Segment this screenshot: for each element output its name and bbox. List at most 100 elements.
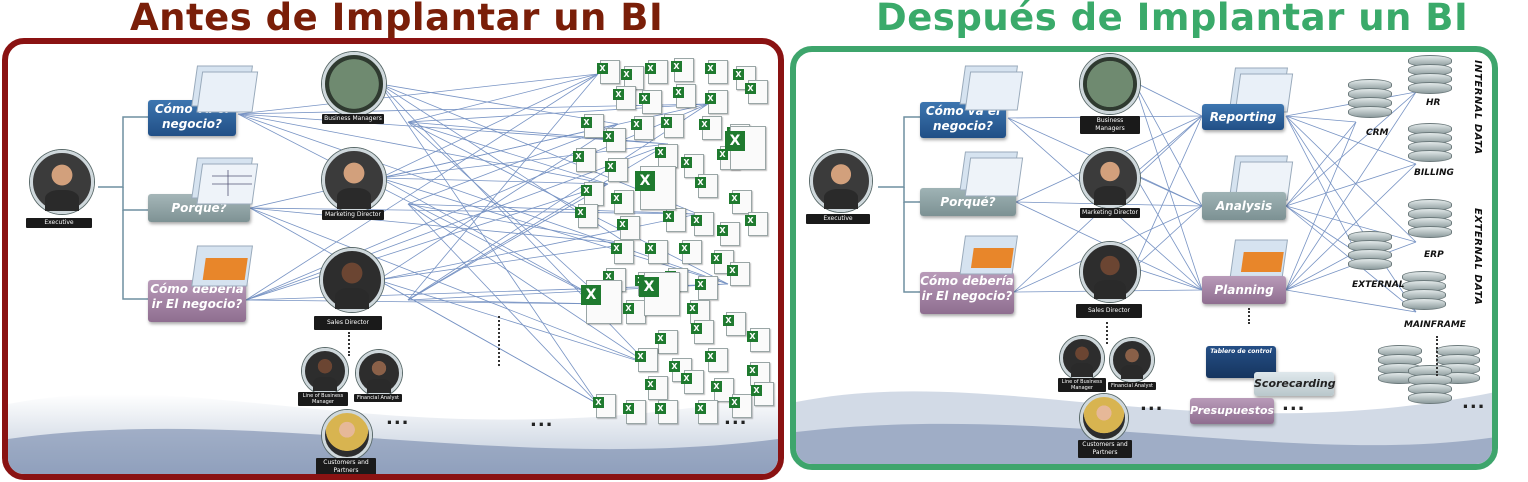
after-panel: Executive Cómo va el negocio? Porqué? Có…	[790, 46, 1498, 470]
spreadsheet-icon	[655, 144, 678, 168]
db-label-hr: HR	[1426, 98, 1441, 108]
executive-label: Executive	[806, 214, 870, 224]
connection-line	[377, 213, 699, 281]
spreadsheet-icon	[581, 114, 604, 138]
ellipsis-2: ...	[530, 410, 554, 431]
spreadsheet-icon	[729, 190, 752, 214]
spreadsheet-icon	[663, 208, 686, 232]
question-how-should: Cómo debería ir El negocio?	[148, 280, 246, 322]
spreadsheet-icon	[645, 376, 668, 400]
spreadsheet-icon	[573, 148, 596, 172]
spreadsheet-icon	[581, 182, 604, 206]
connection-line	[407, 121, 609, 185]
connection-line	[407, 299, 609, 305]
connection-line	[407, 121, 669, 145]
spreadsheet-icon	[631, 116, 654, 140]
connection-line	[1285, 121, 1357, 291]
database-icon	[1348, 79, 1392, 118]
database-icon	[1408, 55, 1452, 94]
db-label-erp: ERP	[1424, 250, 1444, 260]
ellipsis-3: ...	[1462, 392, 1486, 413]
connection-line	[1285, 115, 1357, 253]
sales-director-avatar	[1080, 242, 1140, 302]
spreadsheet-icon	[691, 320, 714, 344]
tool-reporting: Reporting	[1202, 104, 1284, 130]
spreadsheet-icon	[725, 126, 766, 170]
spreadsheet-icon	[575, 204, 598, 228]
connection-line	[379, 177, 609, 185]
planning-documents-icon	[959, 235, 1019, 275]
connection-line	[379, 73, 599, 179]
spreadsheet-icon	[751, 382, 774, 406]
connection-line	[407, 203, 599, 405]
connection-line	[245, 73, 599, 301]
line-manager-avatar	[1060, 336, 1104, 380]
analysis-documents-icon	[191, 157, 259, 205]
ellipsis-2: ...	[1282, 394, 1306, 415]
spreadsheet-icon	[747, 328, 770, 352]
analysis-tool-documents-icon	[1229, 155, 1294, 201]
spreadsheet-icon	[695, 174, 718, 198]
spreadsheet-icon	[645, 60, 668, 84]
executive-avatar	[30, 150, 94, 214]
ellipsis-1: ...	[386, 408, 410, 429]
before-panel: Executive Cómo va el negocio? Porqué? Có…	[2, 38, 784, 480]
sales-director-avatar	[320, 248, 384, 312]
connection-line	[1285, 115, 1417, 313]
connection-line	[1285, 205, 1417, 313]
spreadsheet-icon	[705, 90, 728, 114]
spreadsheet-icon	[711, 378, 734, 402]
sales-director-label: Sales Director	[1076, 304, 1142, 318]
after-connections	[796, 81, 1492, 464]
connection-line	[1285, 163, 1417, 207]
sales-director-label: Sales Director	[314, 316, 382, 330]
spreadsheet-icon	[613, 86, 636, 110]
spreadsheet-icon	[603, 128, 626, 152]
vertical-ellipsis	[498, 316, 500, 366]
connection-line	[1285, 91, 1417, 207]
connection-line	[1133, 173, 1203, 207]
connection-line	[1133, 205, 1203, 269]
spreadsheet-icon	[581, 280, 622, 324]
connection-line	[237, 113, 609, 305]
connection-line	[1285, 289, 1417, 313]
business-managers-label: Business Managers	[322, 114, 384, 124]
marketing-director-avatar	[322, 148, 386, 212]
business-managers-avatar	[322, 52, 386, 116]
line-manager-label: Line of Business Manager	[298, 392, 348, 406]
question-how-should: Cómo debería ir El negocio?	[920, 272, 1014, 314]
connection-line	[407, 103, 709, 301]
connection-line	[377, 243, 629, 281]
connection-line	[1285, 115, 1417, 165]
db-label-external: EXTERNAL	[1352, 280, 1405, 290]
planning-tool-documents-icon	[1229, 239, 1289, 279]
spreadsheet-icon	[745, 212, 768, 236]
connection-line	[379, 83, 619, 125]
spreadsheet-icon	[691, 212, 714, 236]
marketing-director-label: Marketing Director	[322, 210, 384, 220]
connection-line	[245, 183, 609, 301]
connection-line	[1133, 115, 1203, 269]
connection-line	[407, 73, 599, 301]
tool-analysis: Analysis	[1202, 192, 1286, 220]
question-how-business: Cómo va el negocio?	[920, 102, 1006, 138]
connection-line	[1133, 81, 1203, 291]
connection-line	[1285, 205, 1417, 243]
connection-line	[377, 279, 599, 405]
connection-line	[407, 203, 699, 215]
connection-line	[377, 279, 649, 365]
connection-line	[407, 203, 649, 365]
db-label-mainframe: MAINFRAME	[1404, 320, 1466, 330]
database-icon	[1348, 231, 1392, 270]
connection-line	[407, 121, 609, 305]
spreadsheet-icon	[679, 240, 702, 264]
connection-line	[379, 177, 609, 305]
marketing-director-avatar	[1080, 148, 1140, 208]
spreadsheet-icon	[699, 116, 722, 140]
question-why: Porqué?	[920, 188, 1016, 216]
external-data-label: EXTERNAL DATA	[1472, 208, 1483, 306]
connection-line	[379, 83, 599, 405]
report-documents-icon	[959, 65, 1024, 111]
connection-line	[407, 121, 729, 285]
business-managers-label: Business Managers	[1080, 116, 1140, 134]
